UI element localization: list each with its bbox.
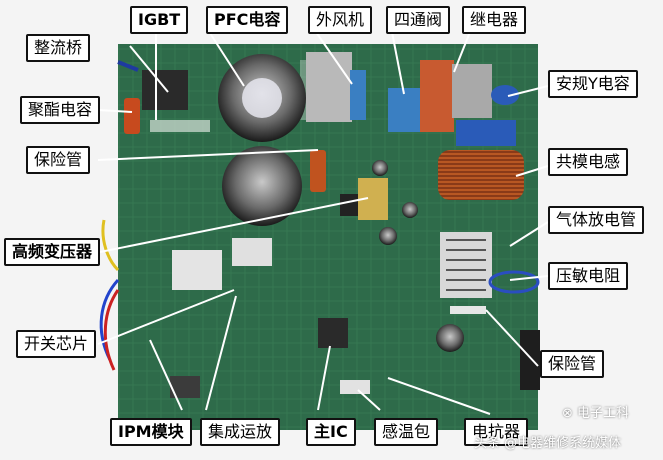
label-four-way-valve: 四通阀 — [386, 6, 451, 34]
label-temp-sensor: 感温包 — [374, 418, 439, 446]
bridge-rectifier — [142, 70, 188, 110]
white-block — [172, 250, 222, 290]
label-relay: 继电器 — [462, 6, 527, 34]
four-way-valve-relay — [388, 88, 424, 132]
common-mode-inductor — [438, 150, 524, 200]
leader-lines — [97, 28, 549, 415]
label-ipm-module: IPM模块 — [110, 418, 192, 446]
watermark-line1: ⊗ 电子工科 — [562, 406, 630, 421]
label-safety-y-capacitor: 安规Y电容 — [548, 70, 638, 98]
pfc-capacitor-2 — [222, 146, 302, 226]
label-op-amp: 集成运放 — [200, 418, 281, 446]
label-outdoor-fan: 外风机 — [308, 6, 373, 34]
fan-connector — [306, 52, 352, 122]
label-hf-transformer: 高频变压器 — [4, 238, 101, 266]
fuse — [310, 150, 326, 192]
label-common-mode-inductor: 共模电感 — [548, 148, 629, 176]
label-rectifier-bridge: 整流桥 — [26, 34, 91, 62]
label-gas-discharge-tube: 气体放电管 — [548, 206, 645, 234]
label-pfc-capacitor: PFC电容 — [206, 6, 289, 34]
relay-body — [420, 60, 454, 132]
heatsink — [440, 232, 492, 298]
label-igbt: IGBT — [130, 6, 189, 34]
label-reactor: 电抗器 — [464, 418, 529, 446]
label-main-ic: 主IC — [306, 418, 356, 446]
polyester-capacitor — [124, 98, 140, 134]
main-ic — [318, 318, 348, 348]
relay-case — [452, 64, 492, 118]
label-fuse-top: 保险管 — [26, 146, 91, 174]
label-switch-chip: 开关芯片 — [16, 330, 97, 358]
label-polyester-capacitor: 聚酯电容 — [20, 96, 101, 124]
label-varistor: 压敏电阻 — [548, 262, 629, 290]
label-fuse-bottom: 保险管 — [540, 350, 605, 378]
y-capacitor — [491, 85, 519, 105]
watermark-line2: 头条 @电器维修系统媒体 — [474, 436, 622, 451]
